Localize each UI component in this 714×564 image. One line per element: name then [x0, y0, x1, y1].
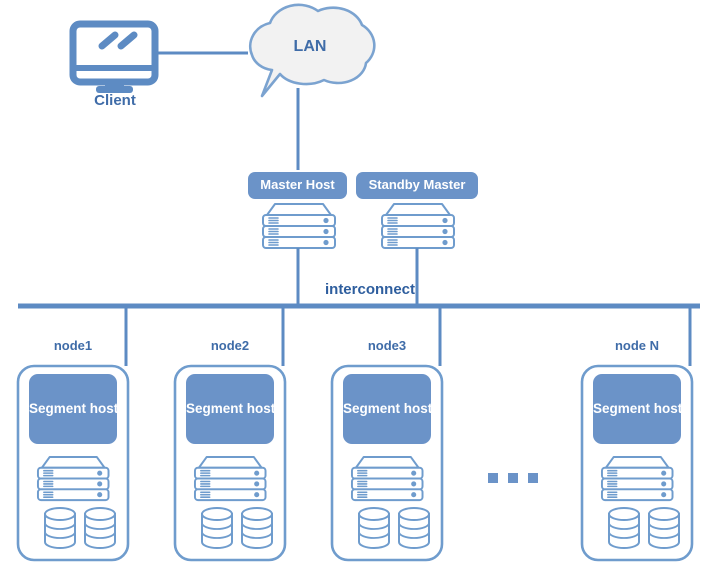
- ellipsis-icon: [488, 473, 538, 483]
- master-host-label: Master Host: [260, 177, 335, 192]
- node3-server-icon: [350, 456, 424, 502]
- node2-server-icon: [193, 456, 267, 502]
- segment-host-label-2: Segment host: [186, 401, 276, 416]
- segment-host-label-3: Segment host: [343, 401, 433, 416]
- node3-db-icon-1: [358, 507, 390, 549]
- segment-host-box-4[interactable]: [593, 374, 681, 444]
- segment-host-box-1[interactable]: [29, 374, 117, 444]
- node1-db-icon-2: [84, 507, 116, 549]
- standby-master-label: Standby Master: [368, 177, 466, 192]
- standby-master-chip[interactable]: [356, 172, 478, 199]
- standby-master-server-icon: [381, 203, 455, 249]
- client-label: Client: [94, 92, 136, 109]
- nodeN-server-icon: [600, 456, 674, 502]
- nodeN-db-icon-2: [648, 507, 680, 549]
- master-host-chip[interactable]: [248, 172, 347, 199]
- segment-host-label-1: Segment host: [29, 401, 119, 416]
- cloud-icon: [248, 3, 376, 98]
- master-host-server-icon: [262, 203, 336, 249]
- monitor-icon: [69, 20, 159, 93]
- node2-db-icon-2: [241, 507, 273, 549]
- node2-db-icon-1: [201, 507, 233, 549]
- lan-label: LAN: [293, 38, 327, 55]
- segment-host-box-2[interactable]: [186, 374, 274, 444]
- interconnect-label: interconnect: [324, 281, 415, 298]
- node-label-2: node2: [210, 338, 250, 353]
- node1-db-icon-1: [44, 507, 76, 549]
- node-label-1: node1: [53, 338, 93, 353]
- node1-server-icon: [36, 456, 110, 502]
- node-label-3: node3: [367, 338, 407, 353]
- node-label-4: node N: [614, 338, 660, 353]
- node3-db-icon-2: [398, 507, 430, 549]
- nodeN-db-icon-1: [608, 507, 640, 549]
- segment-host-box-3[interactable]: [343, 374, 431, 444]
- segment-host-label-4: Segment host: [593, 401, 683, 416]
